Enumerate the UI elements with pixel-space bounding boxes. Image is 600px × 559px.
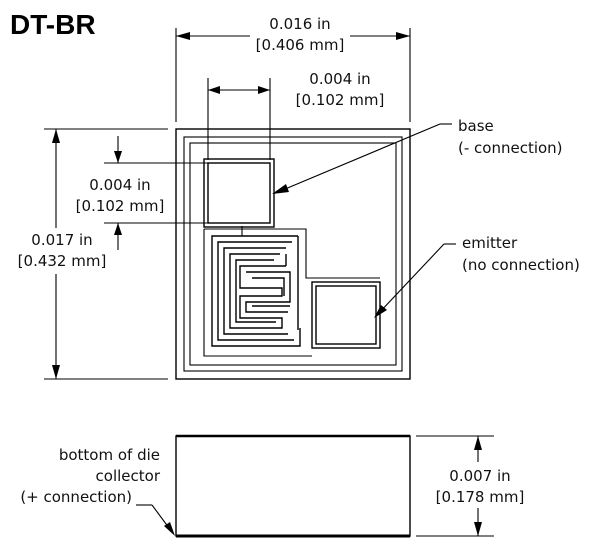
base-pad-outer: [203, 158, 275, 228]
pad-width-in-label: 0.004 in: [309, 70, 370, 88]
bottom-callout: [136, 504, 175, 536]
emitter-label: emitter: [462, 234, 518, 252]
pad-height-in-label: 0.004 in: [89, 176, 150, 194]
dim-thickness: [416, 435, 526, 537]
diagram-title: DT-BR: [10, 9, 96, 40]
die-outline: [175, 128, 411, 380]
width-in-label: 0.016 in: [269, 15, 330, 33]
base-connection-label: (- connection): [458, 139, 563, 157]
die-inner-ring: [183, 136, 403, 372]
width-mm-label: [0.406 mm]: [256, 36, 345, 54]
pad-height-mm-label: [0.102 mm]: [76, 197, 165, 215]
dim-pad-height: [104, 136, 208, 250]
base-callout: [272, 123, 452, 194]
emitter-pad-outer: [311, 281, 381, 349]
thickness-mm-label: [0.178 mm]: [436, 488, 525, 506]
dim-width: [175, 12, 411, 122]
emitter-callout: [374, 243, 456, 318]
height-in-label: 0.017 in: [31, 231, 92, 249]
die-side-outline: [175, 435, 411, 537]
base-pad: [207, 162, 271, 224]
die-side-view: [175, 434, 411, 538]
interdigitated-fingers: [211, 235, 301, 347]
pad-width-mm-label: [0.102 mm]: [296, 91, 385, 109]
height-mm-label: [0.432 mm]: [18, 252, 107, 270]
dim-height: [14, 128, 168, 380]
bottom-of-die-label: bottom of die: [59, 446, 160, 464]
collector-label: collector: [96, 467, 161, 485]
dim-pad-width: [207, 78, 271, 160]
active-frame-top: [204, 228, 380, 279]
emitter-connection-label: (no connection): [462, 256, 580, 274]
active-frame-left: [203, 229, 312, 357]
die-top-view: [175, 128, 411, 380]
die-inner-ring-2: [189, 142, 397, 366]
emitter-pad: [315, 285, 377, 345]
collector-connection-label: (+ connection): [20, 488, 132, 506]
thickness-in-label: 0.007 in: [449, 467, 510, 485]
base-label: base: [458, 117, 494, 135]
